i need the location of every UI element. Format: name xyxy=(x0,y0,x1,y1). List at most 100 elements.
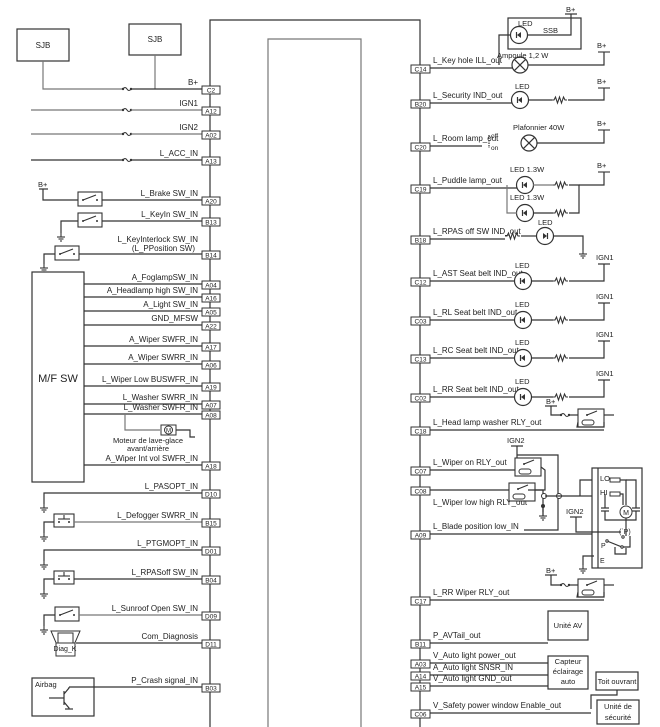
airbag-label: Airbag xyxy=(35,680,57,689)
pin-label: A08 xyxy=(205,413,217,420)
pin-D01: D01 xyxy=(201,546,221,556)
left-signal-label: L_Washer SWRR_IN xyxy=(123,393,199,402)
pin-A07: A07 xyxy=(201,400,221,410)
pin-label: C2 xyxy=(207,88,216,95)
ground-icon xyxy=(39,560,49,570)
pin-A14: A14 xyxy=(410,671,431,681)
ground-icon xyxy=(39,263,49,273)
left-signal-label-2: (L_PPosition SW) xyxy=(132,244,195,253)
ground-icon xyxy=(578,249,588,259)
resistor-icon xyxy=(551,96,568,104)
pin-A18: A18 xyxy=(201,461,221,471)
pin-label: B03 xyxy=(205,686,217,693)
fuse-icon xyxy=(121,86,133,92)
ign1-label: IGN1 xyxy=(596,330,614,339)
pin-A06: A06 xyxy=(201,360,221,370)
right-signal-label: L_Puddle lamp_out xyxy=(433,176,503,185)
pin-label: A05 xyxy=(205,310,217,317)
motor-m-label: M xyxy=(623,510,629,517)
pin-label: B04 xyxy=(205,578,217,585)
pin-label: D09 xyxy=(205,614,217,621)
right-signal-label: L_Room lamp_out xyxy=(433,134,499,143)
pin-label: A12 xyxy=(205,109,217,116)
motor-p-label: P xyxy=(601,543,606,550)
resistor-icon xyxy=(552,316,569,324)
resistor-icon xyxy=(552,354,569,362)
right-signal-label: L_RR Wiper RLY_out xyxy=(433,588,510,597)
left-signal-label: L_ACC_IN xyxy=(160,149,198,158)
led-label: LED xyxy=(515,377,530,386)
right-signal-label: L_Key hole ILL_out xyxy=(433,56,503,65)
mfsw-module: M/F SW xyxy=(31,271,85,483)
pin-D09: D09 xyxy=(201,611,221,621)
pin-label: B11 xyxy=(415,642,426,649)
washer-motor-icon: M xyxy=(160,424,177,436)
pin-label: C02 xyxy=(415,396,427,403)
pin-C13: C13 xyxy=(410,354,431,364)
pin-label: C19 xyxy=(415,187,427,194)
relay-icon xyxy=(514,457,542,477)
airbag-module: Airbag xyxy=(31,677,95,717)
pin-label: A06 xyxy=(205,363,217,370)
toit-ouvrant-label: Toit ouvrant xyxy=(598,677,638,686)
pin-label: C18 xyxy=(415,429,427,436)
pin-A02: A02 xyxy=(201,130,221,140)
capteur-label-2: éclairage xyxy=(553,667,583,676)
left-signal-label: L_PTGMOPT_IN xyxy=(137,539,198,548)
pin-B15: B15 xyxy=(201,518,221,528)
pin-A12: A12 xyxy=(201,106,221,116)
capteur-eclairage-module: Capteur éclairage auto xyxy=(547,655,589,690)
right-signal-label: L_RL Seat belt IND_out xyxy=(433,308,518,317)
ground-icon xyxy=(39,625,49,635)
switch-icon xyxy=(54,606,80,622)
led-icon xyxy=(513,271,533,291)
pin-label: C12 xyxy=(415,280,427,287)
right-signal-label: L_Wiper low high RLY_out xyxy=(433,498,528,507)
svg-text:M: M xyxy=(166,429,171,435)
pin-label: A20 xyxy=(205,199,217,206)
pin-C07: C07 xyxy=(410,466,431,476)
left-signal-label: L_KeyInterlock SW_IN xyxy=(118,235,199,244)
pin-label: A19 xyxy=(205,385,217,392)
pin-label: A18 xyxy=(205,464,217,471)
ground-icon xyxy=(578,564,588,574)
led-icon xyxy=(509,25,529,45)
capteur-label-1: Capteur xyxy=(555,657,582,666)
left-signal-label: A_Headlamp high SW_IN xyxy=(107,286,198,295)
left-signal-label: B+ xyxy=(188,78,198,87)
pin-label: B15 xyxy=(205,521,217,528)
ground-icon xyxy=(39,589,49,599)
pin-label: A03 xyxy=(415,662,427,669)
bulb-icon xyxy=(520,134,538,152)
left-signal-label: L_Brake SW_IN xyxy=(141,189,199,198)
bplus-label: B+ xyxy=(38,180,48,189)
pin-label: C17 xyxy=(415,599,427,606)
sjb-box-1: SJB xyxy=(16,28,70,62)
pin-B18: B18 xyxy=(410,235,431,245)
resistor-icon xyxy=(552,181,569,189)
unite-av-label: Unité AV xyxy=(554,621,583,630)
pin-label: C14 xyxy=(415,67,427,74)
bplus-label: B+ xyxy=(597,119,607,128)
led-label: LED xyxy=(515,261,530,270)
pin-C03: C03 xyxy=(410,316,431,326)
pin-C17: C17 xyxy=(410,596,431,606)
fuse-icon xyxy=(121,131,133,137)
ign2-label: IGN2 xyxy=(566,507,584,516)
bplus-label: B+ xyxy=(597,77,607,86)
pin-label: A04 xyxy=(205,283,217,290)
washer-motor-label-1: Moteur de lave-glace xyxy=(113,436,183,445)
pin-A19: A19 xyxy=(201,382,221,392)
acc-line xyxy=(31,157,203,163)
left-signal-label: L_Wiper Low BUSWFR_IN xyxy=(102,375,198,384)
pin-label: D10 xyxy=(205,492,217,499)
pin-C06: C06 xyxy=(410,709,431,719)
ssb-label: SSB xyxy=(543,26,558,35)
led-label: LED xyxy=(515,300,530,309)
pin-C12: C12 xyxy=(410,277,431,287)
pin-C19: C19 xyxy=(410,184,431,194)
